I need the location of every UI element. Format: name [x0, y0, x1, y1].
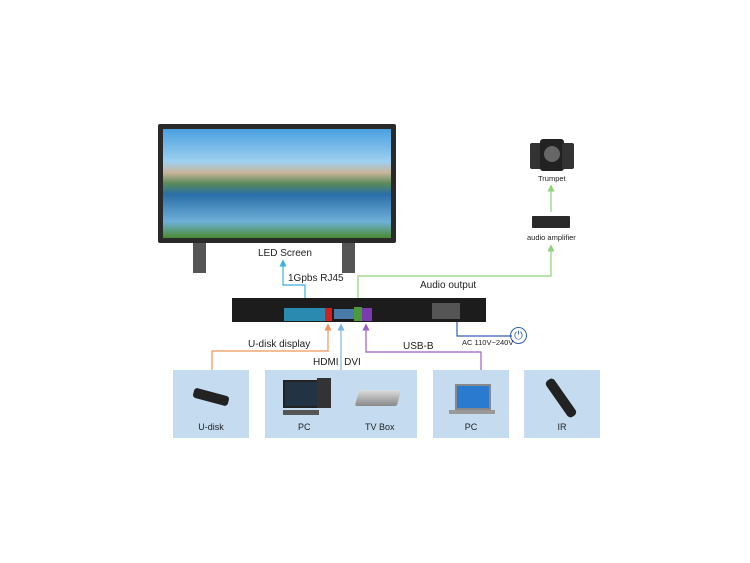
speaker-icon	[530, 139, 574, 171]
ir-label: IR	[557, 422, 567, 432]
hdmi-dvi-label: HDMI DVI	[313, 357, 361, 368]
trumpet-label: Trumpet	[538, 174, 566, 183]
device-ir: IR	[524, 370, 600, 438]
tv-box-label: TV Box	[365, 422, 395, 432]
usb-b-port	[362, 308, 372, 321]
usb-line	[362, 323, 482, 370]
amplifier-icon	[532, 216, 570, 228]
screen-leg-left	[193, 243, 206, 273]
desktop-pc-icon	[283, 380, 321, 408]
screen-leg-right	[342, 243, 355, 273]
udisk-port	[325, 308, 332, 321]
audio-port	[354, 307, 362, 321]
udisk-icon	[192, 387, 230, 407]
laptop-icon	[455, 384, 491, 410]
device-laptop: PC	[433, 370, 509, 438]
rj45-line	[279, 259, 306, 306]
tv-box-icon	[354, 390, 402, 406]
ir-remote-icon	[544, 377, 578, 419]
udisk-label: U-disk	[198, 422, 224, 432]
ac-line	[456, 320, 512, 337]
udisk-line	[211, 323, 332, 370]
led-screen	[158, 124, 396, 243]
audio-line	[357, 244, 555, 312]
landscape-image	[163, 129, 391, 238]
rj45-port	[284, 308, 326, 321]
device-udisk: U-disk	[173, 370, 249, 438]
audio-amplifier-label: audio amplifier	[527, 233, 576, 242]
led-screen-label: LED Screen	[258, 248, 312, 259]
audio-output-label: Audio output	[420, 280, 477, 291]
rj45-label: 1Gpbs RJ45	[288, 273, 344, 284]
controller-box	[232, 298, 486, 322]
hdmi-dvi-port	[334, 309, 370, 319]
udisk-display-label: U-disk display	[248, 339, 311, 350]
laptop-pc-label: PC	[464, 422, 478, 432]
power-socket	[432, 303, 460, 319]
ac-power-label: AC 110V~240V	[462, 338, 514, 347]
power-plug-icon: ⏻	[510, 327, 527, 344]
pc-label: PC	[298, 422, 311, 432]
usb-b-label: USB-B	[403, 341, 434, 352]
device-pc-tvbox: PC TV Box	[265, 370, 417, 438]
